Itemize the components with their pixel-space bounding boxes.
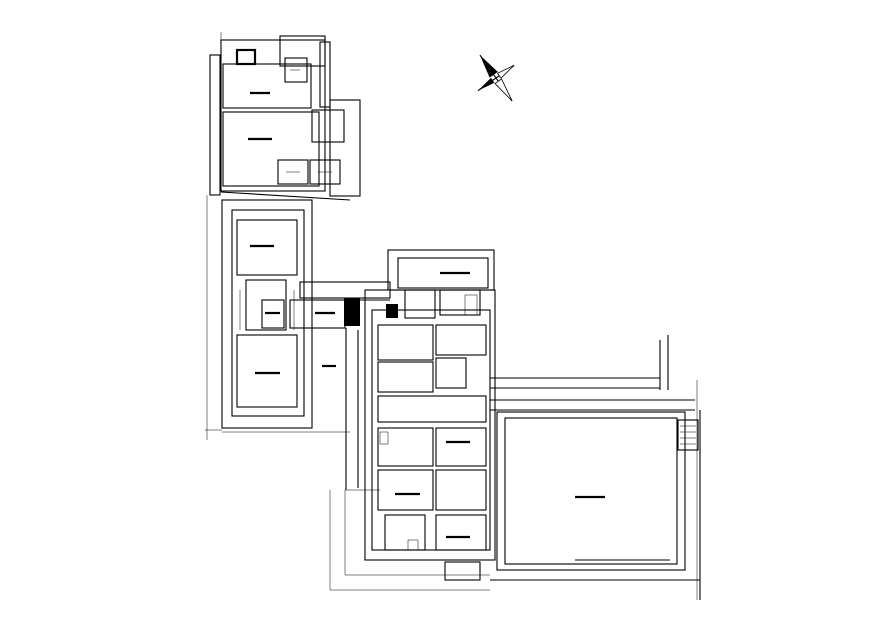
room-west-2 xyxy=(236,334,298,408)
room-main-hall xyxy=(496,411,686,571)
building-north-block xyxy=(209,32,361,201)
north-arrow-icon xyxy=(477,54,515,102)
stair-east xyxy=(677,419,699,451)
room-north-1 xyxy=(222,63,312,109)
room-west-1 xyxy=(236,219,298,276)
room-north-2 xyxy=(222,111,320,187)
building-west-wing xyxy=(205,195,350,440)
corridor-link xyxy=(289,281,398,490)
building-east-hall xyxy=(490,335,701,600)
building-central-block xyxy=(329,249,496,591)
